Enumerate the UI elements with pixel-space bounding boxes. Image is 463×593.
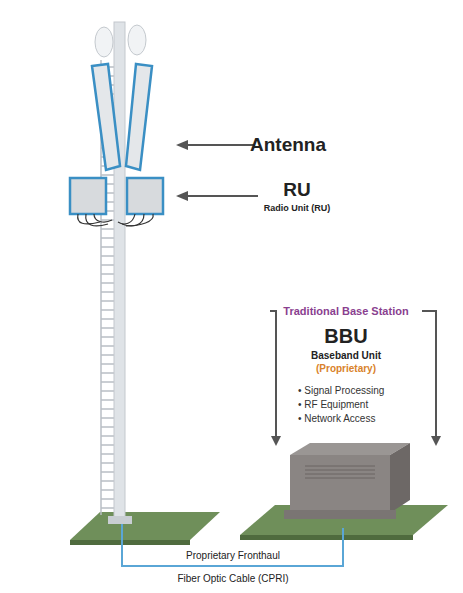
antenna-panel — [92, 64, 120, 170]
microwave-dish — [128, 25, 146, 55]
callout-label: RU — [283, 180, 310, 201]
cabinet-top — [290, 443, 410, 455]
tower-pole — [114, 22, 125, 522]
bullet-item: • Network Access — [298, 413, 375, 424]
bullet-item: • Signal Processing — [298, 385, 384, 396]
fiber-cable — [122, 524, 343, 566]
callout-label: Antenna — [250, 135, 326, 156]
ground-plate-edge — [70, 540, 190, 545]
unit-note: (Proprietary) — [316, 363, 376, 374]
unit-subtitle: Baseband Unit — [311, 350, 381, 361]
cabinet-base — [284, 510, 396, 519]
microwave-dish — [95, 27, 113, 57]
cabinet-front — [290, 455, 390, 513]
unit-title: BBU — [324, 325, 367, 347]
group-title: Traditional Base Station — [279, 305, 412, 317]
ground-plate-edge — [240, 535, 413, 540]
cabinet-side — [390, 443, 410, 513]
callout-sublabel: Radio Unit (RU) — [264, 204, 331, 214]
cable-label: Fiber Optic Cable (CPRI) — [177, 573, 288, 584]
cable-label: Proprietary Fronthaul — [186, 550, 280, 561]
bracket — [270, 311, 436, 438]
bracket-arrow — [431, 436, 441, 446]
ru-cables — [78, 214, 153, 226]
ground-plate — [70, 512, 220, 540]
cabinet-vents — [305, 466, 375, 478]
bullet-item: • RF Equipment — [298, 399, 368, 410]
callout-arrow — [176, 140, 258, 201]
radio-unit — [70, 178, 106, 214]
bracket-arrow — [271, 436, 281, 446]
antenna-panel — [126, 64, 152, 170]
radio-unit — [127, 178, 163, 214]
pole-base — [108, 516, 132, 524]
